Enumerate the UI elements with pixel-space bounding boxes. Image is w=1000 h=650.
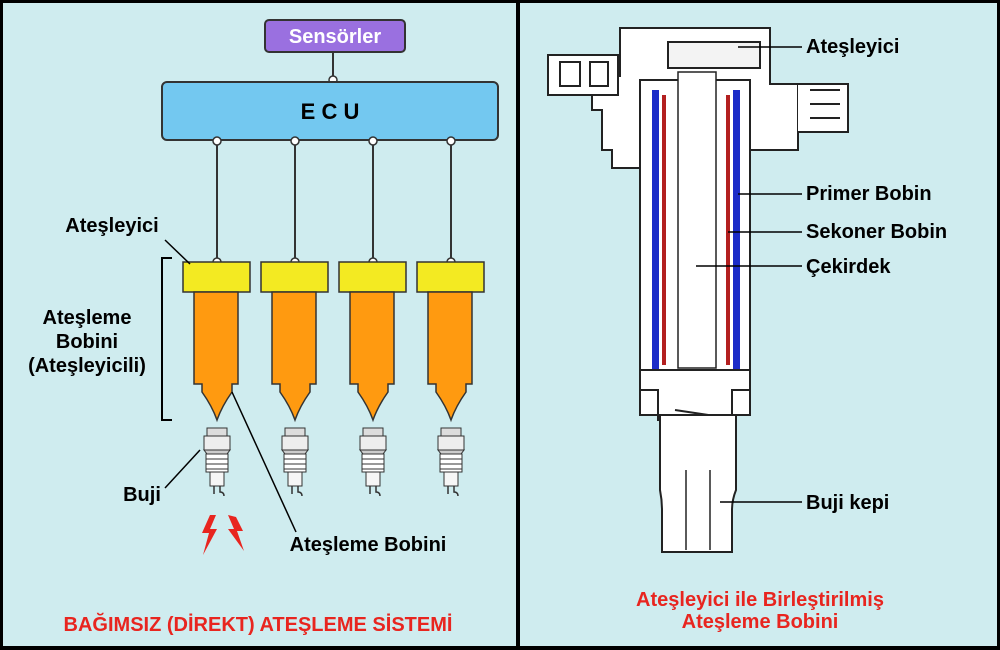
r-igniter-label: Ateşleyici — [806, 36, 899, 58]
ignition-coil-label: Ateşleme Bobini — [290, 534, 447, 556]
coil-column-2 — [260, 136, 329, 497]
left-panel-title: BAĞIMSIZ (DİREKT) ATEŞLEME SİSTEMİ — [64, 612, 453, 636]
coil-column-3 — [338, 136, 407, 497]
coil-group-label-1: Ateşleme — [43, 307, 132, 329]
spark-plug-label: Buji — [123, 484, 161, 506]
right-panel-title-1: Ateşleyici ile Birleştirilmiş — [636, 589, 884, 611]
core — [677, 71, 717, 369]
igniter-block — [182, 261, 251, 293]
ecu-box — [161, 81, 499, 141]
coil-body — [349, 291, 395, 423]
igniter-block — [260, 261, 329, 293]
igniter-label: Ateşleyici — [65, 215, 158, 237]
sensors-box — [264, 19, 406, 53]
secondary-coil-left — [662, 95, 666, 365]
coil-group-label-2: Bobini — [56, 331, 118, 353]
bracket — [161, 257, 172, 421]
primary-coil-label: Primer Bobin — [806, 183, 932, 205]
ecu-label: E C U — [301, 99, 360, 124]
primary-coil-right — [733, 90, 740, 370]
coil-column-4 — [416, 136, 485, 497]
secondary-coil-label: Sekoner Bobin — [806, 221, 947, 243]
primary-coil-left — [652, 90, 659, 370]
spark-icon — [202, 515, 244, 555]
core-label: Çekirdek — [806, 256, 891, 278]
igniter-block — [338, 261, 407, 293]
coil-group-label-3: (Ateşleyicili) — [28, 355, 146, 377]
coil-column-1 — [182, 136, 251, 497]
ignition-coil-cutaway-icon — [547, 27, 849, 553]
secondary-coil-right — [726, 95, 730, 365]
sensors-label: Sensörler — [289, 26, 381, 48]
coil-body — [271, 291, 317, 423]
right-panel-title-2: Ateşleme Bobini — [682, 611, 839, 633]
igniter-block — [416, 261, 485, 293]
plug-cap-label: Buji kepi — [806, 492, 889, 514]
coil-body — [427, 291, 473, 423]
